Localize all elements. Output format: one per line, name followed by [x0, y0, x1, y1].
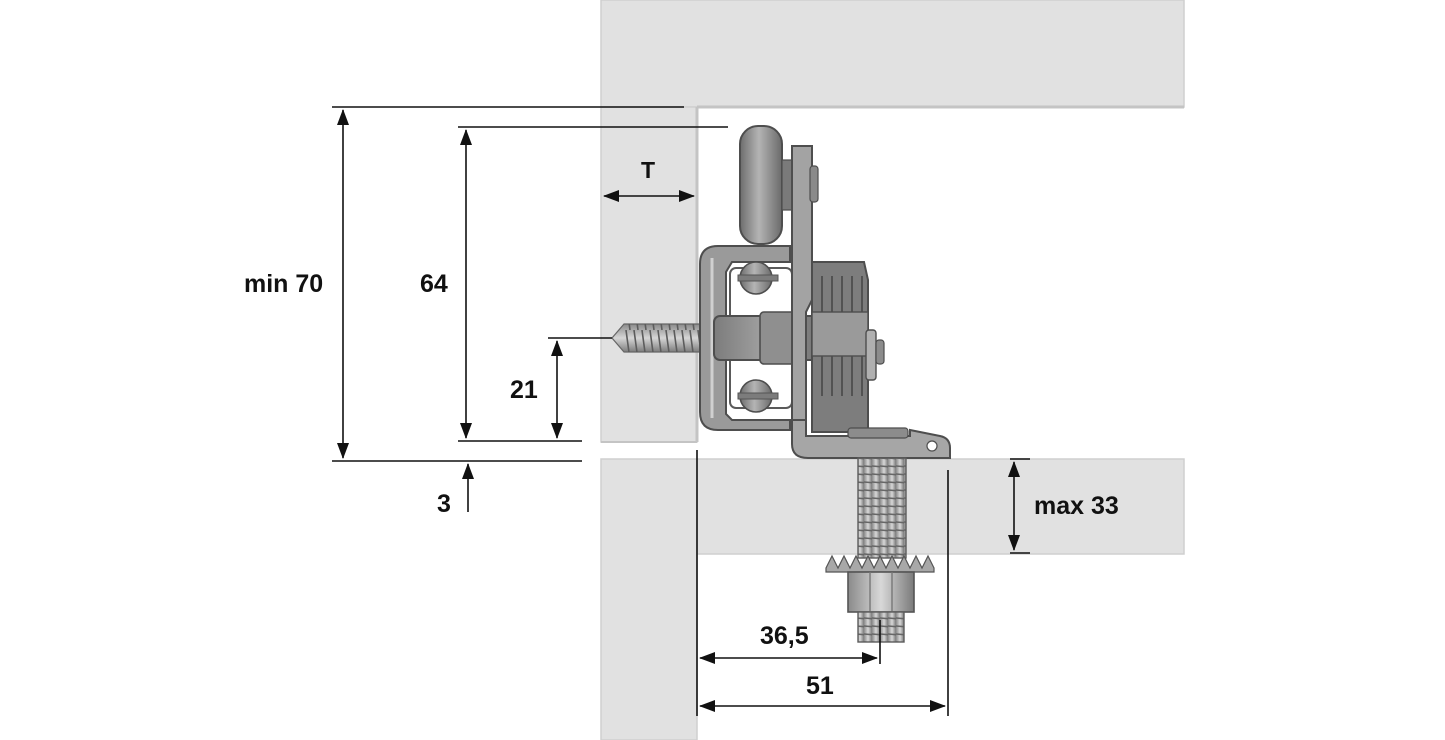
label-21: 21 — [510, 376, 538, 404]
label-max-33: max 33 — [1034, 492, 1119, 520]
vertical-arm — [791, 145, 813, 421]
dimension-lines — [332, 106, 1030, 716]
top-panel — [600, 0, 1185, 108]
roller-wheel — [739, 125, 783, 245]
bottom-panel — [696, 458, 1185, 555]
foot-plate — [791, 419, 951, 459]
serrated-washer — [825, 554, 935, 573]
cabinet-panels — [600, 0, 1185, 740]
wood-screw — [611, 323, 701, 353]
mounting-bolt — [825, 457, 935, 643]
label-36-5: 36,5 — [760, 622, 809, 650]
label-64: 64 — [420, 270, 448, 298]
roller-mechanism — [611, 125, 951, 459]
mounting-bracket — [699, 245, 791, 431]
label-3: 3 — [437, 490, 451, 518]
side-panel-lower — [600, 458, 698, 740]
adjuster-housing — [811, 261, 885, 433]
dimension-labels: min 70 64 21 3 T max 33 36,5 51 — [244, 157, 1119, 700]
hex-nut — [847, 571, 915, 613]
side-panel-upper — [600, 106, 698, 443]
label-t: T — [641, 157, 655, 183]
label-min-70: min 70 — [244, 270, 323, 298]
label-51: 51 — [806, 672, 834, 700]
